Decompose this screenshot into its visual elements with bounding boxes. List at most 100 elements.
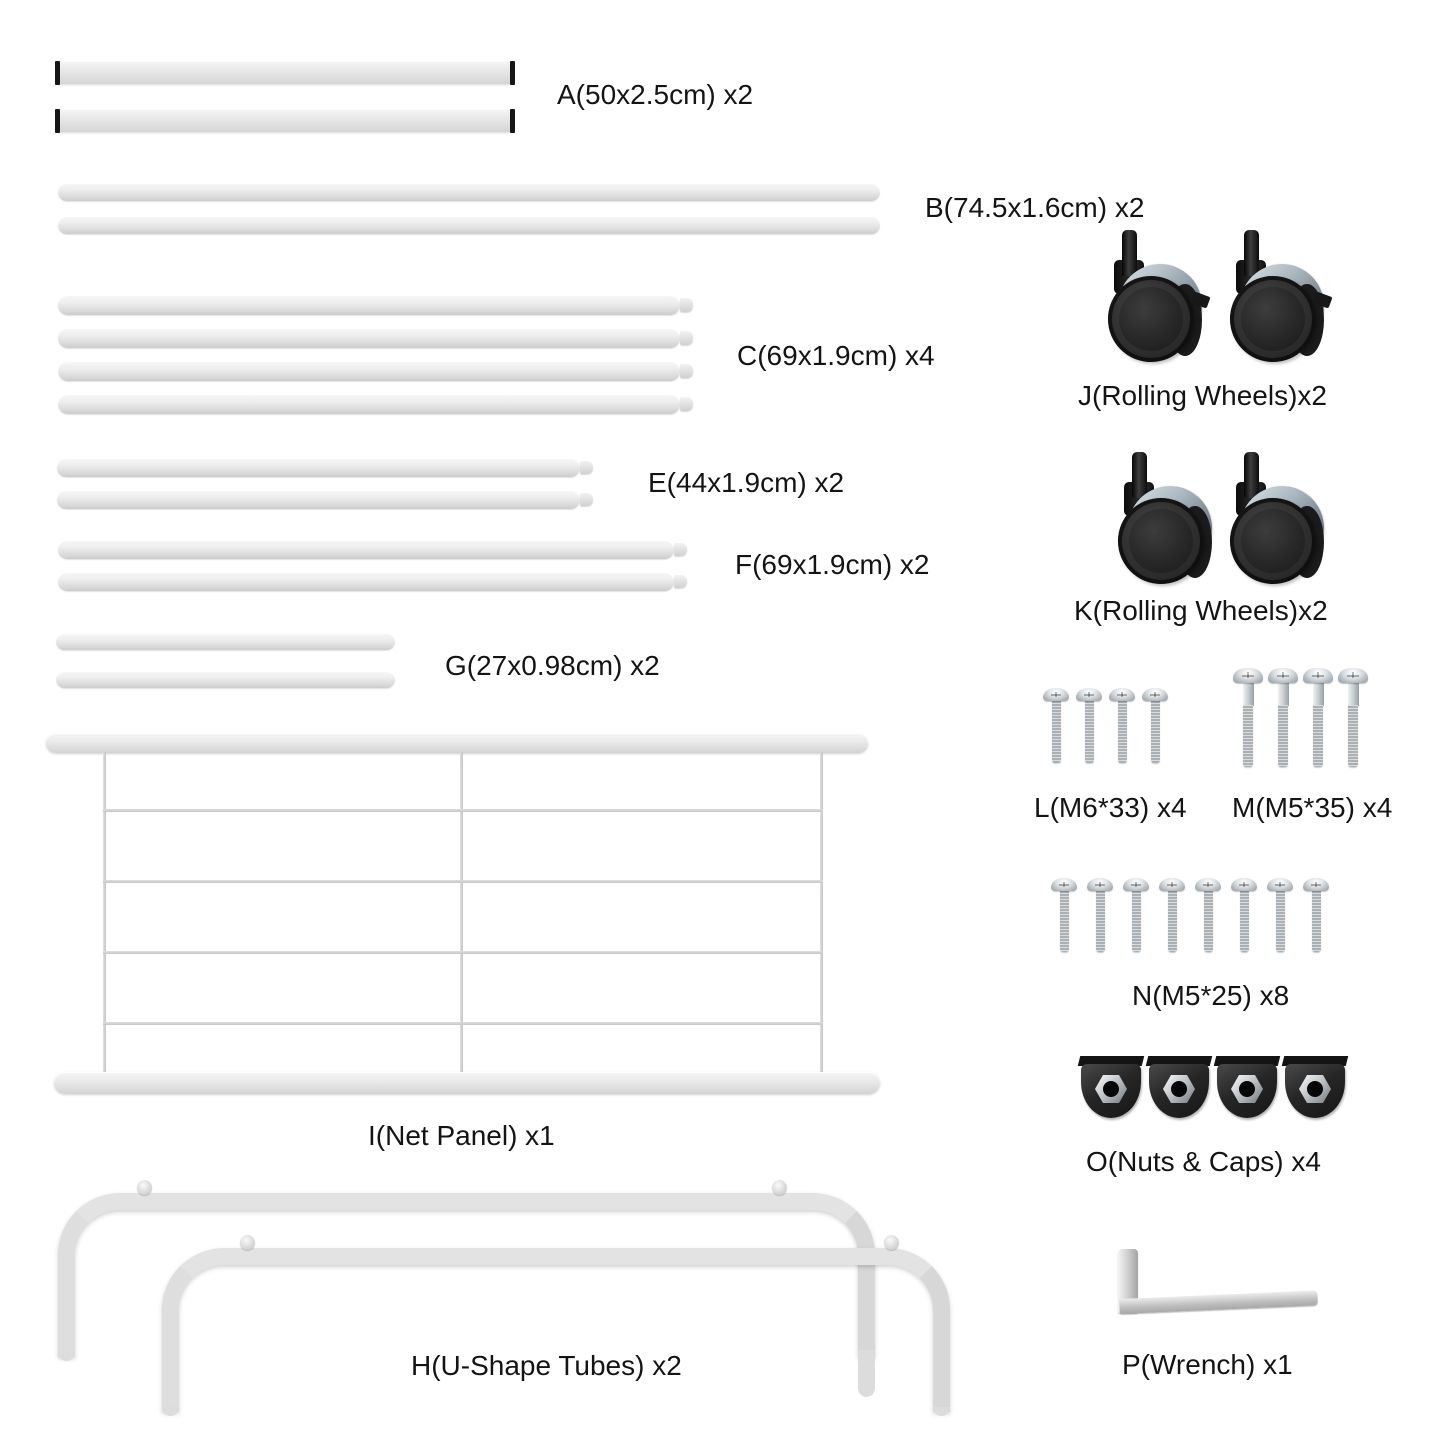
bolt	[1231, 878, 1257, 952]
bolt-threaded-shank	[1117, 700, 1127, 763]
part-n-label: N(M5*25) x8	[1132, 980, 1290, 1011]
wrench-horizontal-arm	[1119, 1290, 1318, 1314]
bolt-head	[1076, 688, 1102, 701]
u-tube-knob	[884, 1235, 899, 1250]
caster-disc	[1108, 276, 1194, 362]
part-f-tube	[58, 540, 687, 559]
part-p-label: P(Wrench) x1	[1122, 1349, 1293, 1380]
part-h-label: H(U-Shape Tubes) x2	[411, 1350, 682, 1381]
bolt	[1233, 668, 1263, 767]
bolt-head	[1231, 878, 1257, 891]
bolt	[1159, 878, 1185, 952]
nut-hole	[1239, 1081, 1255, 1097]
bolt-head	[1267, 878, 1293, 891]
caster-disc	[1230, 276, 1316, 362]
part-c-tube	[58, 328, 693, 348]
bolt	[1051, 878, 1077, 952]
bolt-head	[1123, 878, 1149, 891]
nut-and-cap	[1077, 1056, 1145, 1119]
part-g-label: G(27x0.98cm) x2	[445, 650, 660, 681]
u-tube-knob	[137, 1180, 152, 1195]
bolt-group-l	[1043, 688, 1168, 763]
bolt	[1268, 668, 1298, 767]
bolt-smooth-shank	[1347, 682, 1359, 706]
part-b-tube	[58, 183, 880, 201]
bolt-head	[1303, 878, 1329, 891]
net-panel-wire	[820, 752, 823, 1074]
part-m-label: M(M5*35) x4	[1232, 792, 1393, 823]
bolt-head	[1051, 878, 1077, 891]
bolt	[1338, 668, 1368, 767]
net-panel-wire	[103, 951, 823, 954]
part-g-tube	[56, 633, 395, 650]
tube-end-tip	[680, 298, 693, 312]
part-a-bar	[55, 109, 515, 133]
tube-end-tip	[680, 397, 693, 411]
allen-wrench	[1116, 1249, 1326, 1329]
bolt-head	[1159, 878, 1185, 891]
u-shape-tube-front	[162, 1248, 950, 1412]
bolt-head	[1338, 668, 1368, 683]
u-shape-tube-back	[58, 1193, 875, 1357]
u-tube-leg-cap	[933, 1407, 950, 1416]
u-tube-leg-cap	[162, 1407, 179, 1416]
bolt-head	[1268, 668, 1298, 683]
nut-hole	[1307, 1081, 1323, 1097]
part-o-label: O(Nuts & Caps) x4	[1086, 1146, 1321, 1177]
caster-stem	[1244, 230, 1259, 276]
bolt-smooth-shank	[1242, 682, 1254, 706]
net-panel-wire	[103, 752, 106, 1074]
net-panel-wire	[460, 752, 463, 1074]
caster-wheel-k	[1230, 452, 1326, 588]
bolt-head	[1233, 668, 1263, 683]
part-k-label: K(Rolling Wheels)x2	[1074, 595, 1328, 626]
bolt-smooth-shank	[1277, 682, 1289, 706]
caster-wheel-j	[1230, 230, 1333, 366]
caster-stem	[1132, 452, 1147, 498]
caster-stem	[1122, 230, 1137, 276]
u-tube-leg-extension	[858, 1350, 875, 1397]
part-c-tube	[58, 295, 693, 315]
bolt-threaded-shank	[1348, 705, 1358, 767]
bolt-threaded-shank	[1243, 705, 1253, 767]
bolt	[1303, 668, 1333, 767]
part-c-tube	[58, 394, 693, 414]
u-tube-leg-cap	[58, 1352, 75, 1361]
bolt-threaded-shank	[1167, 890, 1177, 952]
part-f-tube	[58, 572, 687, 591]
bolt-threaded-shank	[1059, 890, 1069, 952]
net-panel-bottom-bar	[54, 1072, 880, 1094]
bolt-head	[1087, 878, 1113, 891]
bolt-head	[1142, 688, 1168, 701]
u-tube-knob	[772, 1180, 787, 1195]
bolt-threaded-shank	[1203, 890, 1213, 952]
part-e-label: E(44x1.9cm) x2	[648, 467, 845, 498]
part-c-tube	[58, 361, 693, 381]
nut-hole	[1103, 1081, 1119, 1097]
net-panel-wire	[103, 1022, 823, 1025]
bolt	[1195, 878, 1221, 952]
bolt-threaded-shank	[1131, 890, 1141, 952]
bolt	[1303, 878, 1329, 952]
bolt-threaded-shank	[1313, 705, 1323, 767]
nut-cap-group-o	[1077, 1056, 1349, 1119]
u-tube-knob	[240, 1235, 255, 1250]
bolt	[1076, 688, 1102, 763]
bolt-threaded-shank	[1275, 890, 1285, 952]
bolt-head	[1109, 688, 1135, 701]
bolt-head	[1303, 668, 1333, 683]
net-panel-wire	[103, 809, 823, 812]
bolt-group-m	[1233, 668, 1368, 767]
tube-end-tip	[674, 575, 687, 588]
nut-and-cap	[1145, 1056, 1213, 1119]
bolt-head	[1043, 688, 1069, 701]
tube-end-tip	[580, 461, 593, 474]
part-b-tube	[58, 216, 880, 234]
caster-wheel-j	[1108, 230, 1211, 366]
part-a-bar	[55, 61, 515, 85]
part-g-tube	[56, 671, 395, 688]
bolt-threaded-shank	[1084, 700, 1094, 763]
part-a-label: A(50x2.5cm) x2	[557, 79, 754, 110]
caster-stem	[1244, 452, 1259, 498]
